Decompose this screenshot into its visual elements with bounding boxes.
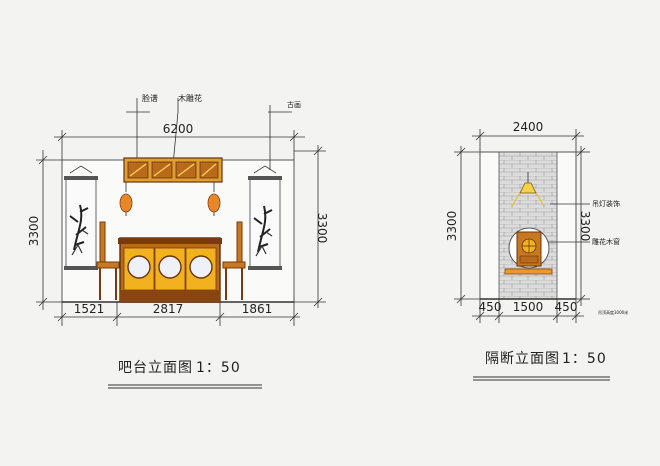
callout-mask-label: 脸谱 [142, 93, 158, 103]
right-lantern [207, 182, 221, 216]
callout-pendant-lamp-label: 吊灯装饰 [592, 199, 620, 208]
partition-top-dimension [472, 129, 584, 152]
partition-bottom-dimension [472, 299, 584, 323]
upper-carved-cabinet [123, 157, 223, 183]
bar-top-dimension [54, 130, 305, 160]
bar-segment-2-label: 2817 [153, 302, 184, 316]
round-carved-window [508, 227, 550, 269]
bar-right-height-dimension [294, 145, 326, 308]
bar-segment-1-label: 1521 [74, 302, 105, 316]
callout-ancient-painting-label: 古画 [287, 100, 301, 109]
partition-segment-2-label: 1500 [513, 300, 544, 314]
bar-elevation-scale: 1：50 [196, 360, 241, 376]
left-hanging-scroll [64, 165, 98, 270]
partition-segment-3-label: 450 [555, 300, 578, 314]
partition-segment-1-label: 450 [479, 300, 502, 314]
partition-elevation-scale: 1：50 [562, 351, 607, 367]
right-bar-stool [222, 221, 246, 300]
pendant-lamp [511, 172, 545, 207]
partition-elevation-drawing: 2400 3300 3300 吊灯装饰 雕花木窗 [445, 120, 628, 381]
bar-bottom-dimension [54, 302, 300, 326]
partition-elevation-title: 隔断立面图 [485, 351, 560, 367]
bar-elevation-title: 吧台立面图 [118, 360, 193, 376]
bar-elevation-drawing: 6200 3300 3300 [27, 93, 329, 389]
partition-height-right-label: 3300 [578, 211, 592, 242]
shelf-board [504, 268, 553, 275]
left-bar-stool [96, 221, 120, 300]
partition-height-left-label: 3300 [445, 211, 459, 242]
bar-counter [118, 237, 222, 303]
left-lantern [119, 182, 133, 216]
partition-width-label: 2400 [513, 120, 544, 134]
bar-height-left-label: 3300 [27, 216, 41, 247]
bar-callout-leaders [126, 98, 292, 172]
partition-callout-leaders [548, 203, 590, 243]
right-hanging-scroll [248, 165, 282, 270]
bar-width-label: 6200 [163, 122, 194, 136]
callout-carved-window-label: 雕花木窗 [592, 237, 620, 246]
ceiling-height-note: 吊顶高度3000米 [598, 309, 628, 315]
partition-right-height-dimension [576, 146, 590, 306]
bar-segment-3-label: 1861 [242, 302, 273, 316]
bar-height-right-label: 3300 [315, 213, 329, 244]
bar-left-height-dimension [36, 150, 62, 310]
callout-wood-carving-label: 木雕花 [178, 93, 202, 103]
partition-left-height-dimension [454, 146, 480, 306]
